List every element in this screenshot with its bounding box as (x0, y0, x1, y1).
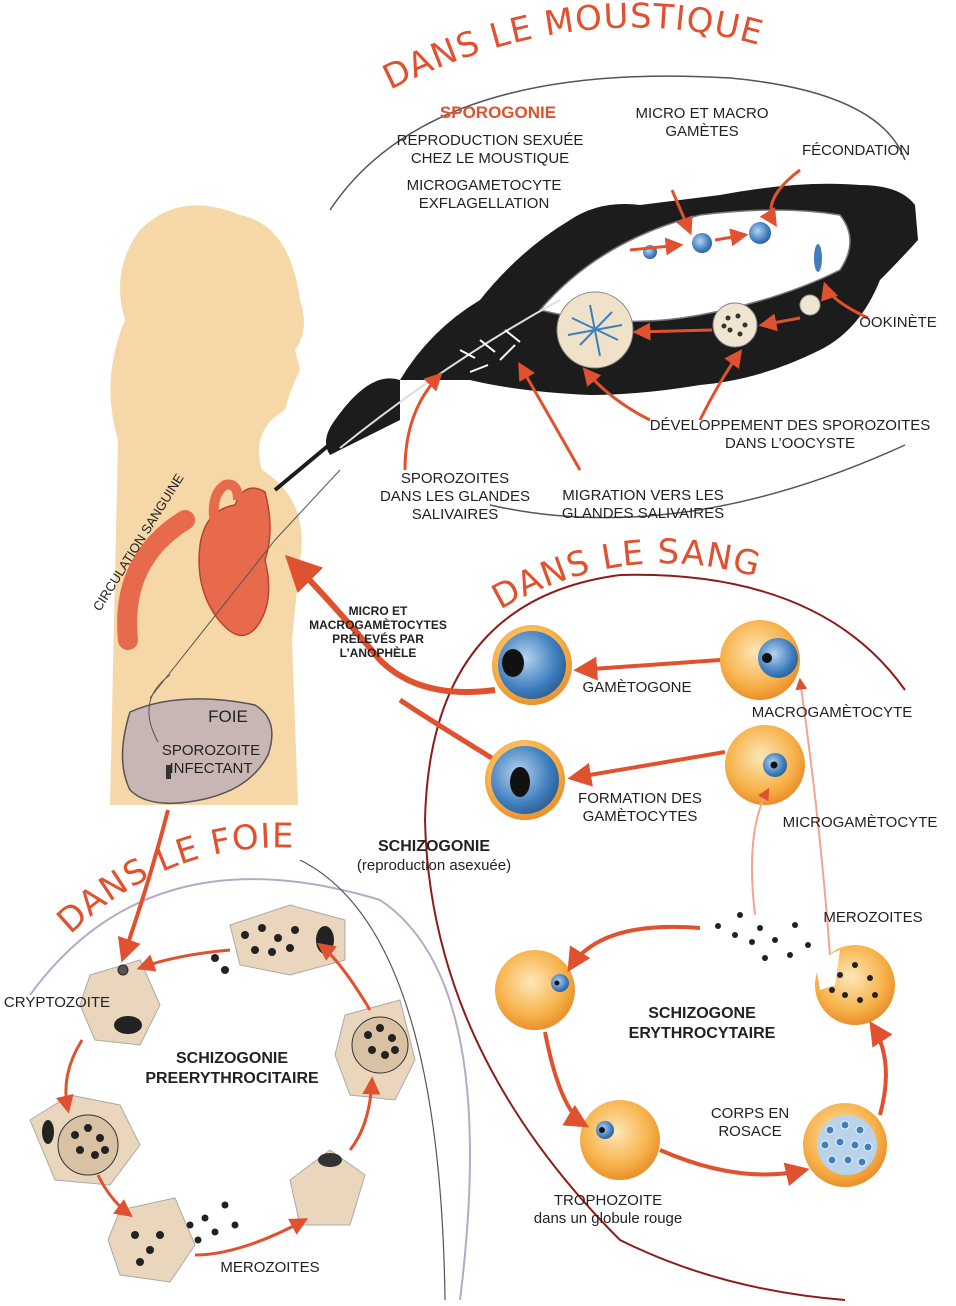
title-mosquito: DANS LE MOUSTIQUE (377, 0, 768, 98)
label-tropho-1: TROPHOZOITE (554, 1192, 662, 1209)
label-foie: FOIE (208, 707, 248, 726)
label-formation-2: GAMÈTOCYTES (583, 808, 698, 825)
label-ookinete: OOKINÈTE (859, 314, 937, 331)
label-schizogone-2: ERYTHROCYTAIRE (629, 1025, 776, 1042)
cryptozoite-host-nucleus (114, 1016, 142, 1034)
oocyst-young (713, 303, 757, 347)
label-repro-1: REPRODUCTION SEXUÉE (397, 132, 584, 149)
label-schizogonie-sub: (reproduction asexuée) (357, 857, 511, 874)
mosquito-head (326, 378, 400, 455)
label-rosace-2: ROSACE (718, 1123, 781, 1140)
label-liver-merozoites: MEROZOITES (220, 1259, 319, 1276)
label-schizogone-1: SCHIZOGONE (648, 1005, 756, 1022)
label-tropho-2: dans un globule rouge (534, 1210, 682, 1227)
label-migration-2: GLANDES SALIVAIRES (562, 505, 724, 522)
label-gametes-1: MICRO ET MACRO (635, 105, 768, 122)
label-sporozoite-2: INFECTANT (169, 760, 252, 777)
label-merozoites-blood: MEROZOITES (823, 909, 922, 926)
macrogamete-mosquito (692, 233, 712, 253)
label-macrogametocyte: MACROGAMÈTOCYTE (752, 704, 913, 721)
label-transfer-2: MACROGAMÈTOCYTES (309, 617, 447, 632)
label-fecondation: FÉCONDATION (802, 142, 910, 159)
label-dev-1: DÉVELOPPEMENT DES SPOROZOITES (650, 417, 931, 434)
label-glands-3: SALIVAIRES (412, 506, 498, 523)
label-microgametocyte: MICROGAMÈTOCYTE (783, 814, 938, 831)
cryptozoite-nucleus (118, 965, 128, 975)
trophozoite-cell (580, 1100, 660, 1180)
transfer-arrow-2 (400, 700, 495, 760)
liver-host-nucleus-left (42, 1120, 54, 1144)
label-dev-2: DANS L’OOCYSTE (725, 435, 855, 452)
label-sporozoite-1: SPOROZOITE (162, 742, 260, 759)
liver-host-nucleus-bottom (318, 1153, 342, 1167)
zygote-mosquito (749, 222, 771, 244)
label-microgam-2: EXFLAGELLATION (419, 195, 550, 212)
label-liver-schizo-2: PREERYTHROCITAIRE (145, 1070, 319, 1087)
mosquito-proboscis (275, 440, 335, 490)
label-cryptozoite: CRYPTOZOITE (4, 994, 110, 1011)
label-gametes-2: GAMÈTES (665, 123, 738, 140)
label-migration-1: MIGRATION VERS LES (562, 487, 723, 504)
label-transfer-1: MICRO ET (349, 604, 408, 618)
label-glands-2: DANS LES GLANDES (380, 488, 530, 505)
label-transfer-4: L’ANOPHÈLE (340, 645, 417, 660)
label-rosace-1: CORPS EN (711, 1105, 789, 1122)
label-formation-1: FORMATION DES (578, 790, 702, 807)
liver-cell-merozoites (108, 1198, 195, 1282)
label-transfer-3: PRÉLEVÉS PAR (332, 631, 424, 646)
ookinete-cell (814, 244, 822, 272)
label-liver-schizo-1: SCHIZOGONIE (176, 1050, 288, 1067)
label-repro-2: CHEZ LE MOUSTIQUE (411, 150, 569, 167)
label-sporogonie: SPOROGONIE (440, 103, 556, 122)
label-glands-1: SPOROZOITES (401, 470, 509, 487)
ookinete-attached (800, 295, 820, 315)
label-gametogone: GAMÈTOGONE (583, 679, 692, 696)
label-microgam-1: MICROGAMETOCYTE (407, 177, 562, 194)
liver-cells (30, 905, 415, 1282)
label-schizogonie: SCHIZOGONIE (378, 838, 490, 855)
